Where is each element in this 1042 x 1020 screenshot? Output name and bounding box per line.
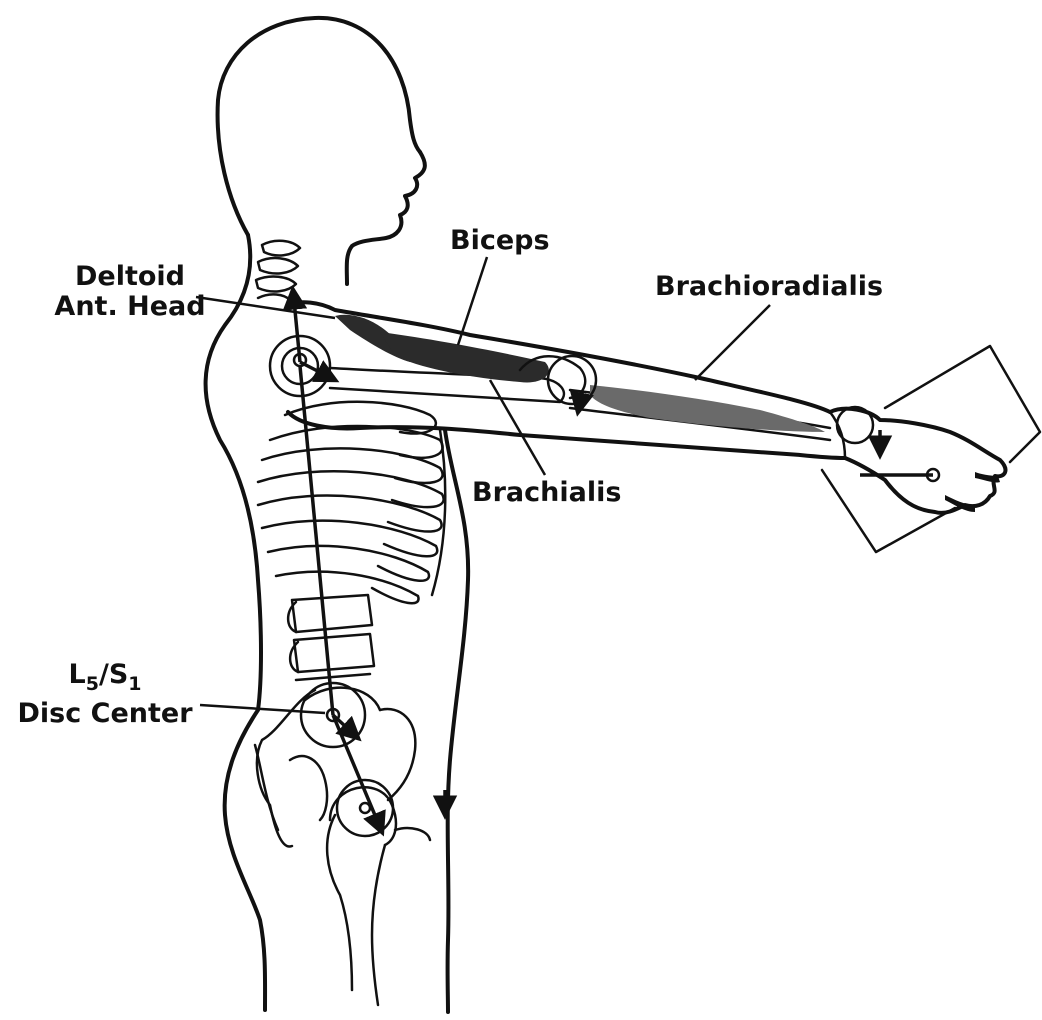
lumbar-spine xyxy=(288,595,374,680)
brachioradialis-muscle xyxy=(590,385,825,432)
biceps-muscle xyxy=(380,332,549,382)
deltoid-leader xyxy=(196,297,335,318)
deltoid-label: Deltoid Ant. Head xyxy=(45,262,215,322)
disc-center-label-line2: Disc Center xyxy=(5,699,205,729)
face-outline xyxy=(347,152,425,284)
disc-l-subscript: 5 xyxy=(86,673,99,695)
disc-center-leader xyxy=(200,705,325,713)
rib-cage xyxy=(258,402,445,603)
brachialis-label: Brachialis xyxy=(472,478,621,508)
disc-s-subscript: 1 xyxy=(128,673,141,695)
front-torso-outline xyxy=(445,430,468,1012)
hand xyxy=(830,409,1005,513)
disc-center-label: L5/S1 Disc Center xyxy=(5,660,205,729)
muscles xyxy=(335,315,825,432)
biceps-leader xyxy=(458,257,487,345)
disc-l-text: L xyxy=(69,659,86,690)
wrist-joint xyxy=(837,407,873,443)
back-outline xyxy=(206,235,265,1010)
brachioradialis-leader xyxy=(695,305,770,380)
disc-s-text: /S xyxy=(99,659,128,690)
disc-center-label-line1: L5/S1 xyxy=(5,660,205,699)
biceps-label: Biceps xyxy=(450,226,550,256)
head-back-outline xyxy=(218,18,420,235)
brachioradialis-label: Brachioradialis xyxy=(655,272,883,302)
deltoid-label-line2: Ant. Head xyxy=(45,292,215,322)
deltoid-label-line1: Deltoid xyxy=(45,262,215,292)
held-box xyxy=(822,346,1040,552)
brachialis-leader xyxy=(490,380,545,475)
